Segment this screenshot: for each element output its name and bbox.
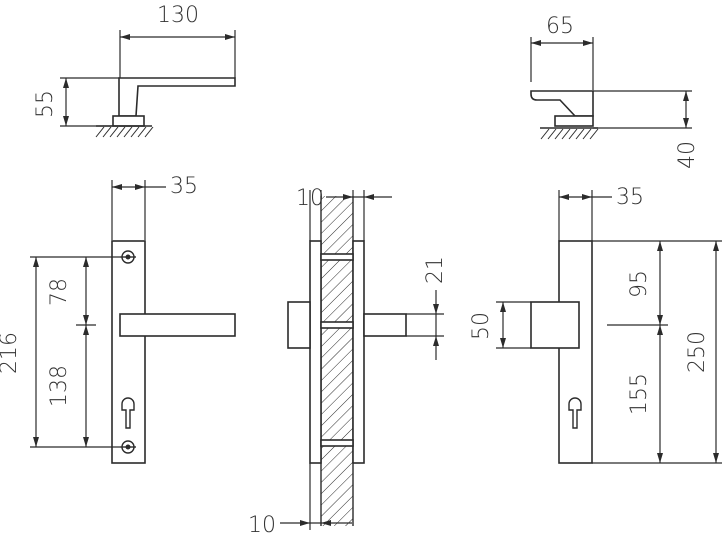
dim-label-10-top: 10 — [296, 186, 324, 211]
dim-label-50: 50 — [469, 312, 494, 340]
dim-label-155: 155 — [627, 373, 652, 415]
dim-label-40: 40 — [675, 141, 700, 169]
backplate-side-right — [352, 240, 365, 464]
screw-icon — [120, 250, 136, 264]
dim-label-138: 138 — [47, 365, 72, 407]
handle-stub-left — [287, 301, 311, 349]
lever-handle-profile — [118, 77, 236, 117]
front-view-lever: 35 216 78 138 — [0, 174, 236, 464]
lever-profile-side — [530, 90, 594, 117]
door-hatch — [321, 196, 353, 526]
front-view-knob: 35 50 95 155 250 — [469, 185, 722, 464]
dim-label-10-bottom: 10 — [248, 513, 276, 538]
top-left-handle-view: 130 55 — [33, 3, 236, 138]
dim-label-35-left: 35 — [170, 174, 198, 199]
dim-label-216: 216 — [0, 332, 22, 374]
dim-label-95: 95 — [627, 270, 652, 298]
dim-label-78: 78 — [47, 278, 72, 306]
ground-hatch-right — [540, 128, 599, 140]
top-right-handle-view: 65 40 — [530, 14, 700, 169]
knob-block — [530, 301, 580, 349]
lever-arm-front — [119, 313, 236, 337]
backplate-side-left — [309, 240, 322, 464]
keyhole-icon — [568, 397, 582, 429]
dim-label-21: 21 — [423, 256, 448, 284]
rose-base — [112, 115, 145, 127]
side-section-view: 10 10 21 — [248, 186, 448, 538]
dim-label-130: 130 — [157, 3, 199, 28]
backplate-right — [558, 240, 593, 464]
dim-label-65: 65 — [546, 14, 574, 39]
rose-base-right — [554, 115, 594, 127]
dim-label-250: 250 — [685, 331, 710, 373]
backplate-left — [111, 240, 146, 464]
ground-hatch — [95, 126, 154, 138]
screw-icon — [120, 440, 136, 454]
keyhole-icon — [121, 397, 135, 429]
spindle-stub-right — [363, 313, 407, 337]
dim-label-55: 55 — [33, 90, 58, 118]
dim-label-35-right: 35 — [616, 185, 644, 210]
